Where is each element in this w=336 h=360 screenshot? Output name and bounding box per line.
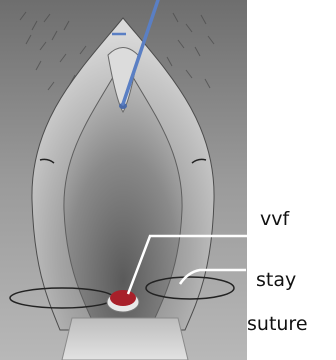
speculum-blade [62, 318, 188, 360]
label-suture: suture [247, 313, 308, 335]
label-vvf: vvf [260, 208, 290, 230]
label-stay: stay [256, 269, 296, 291]
fistula [110, 290, 136, 306]
